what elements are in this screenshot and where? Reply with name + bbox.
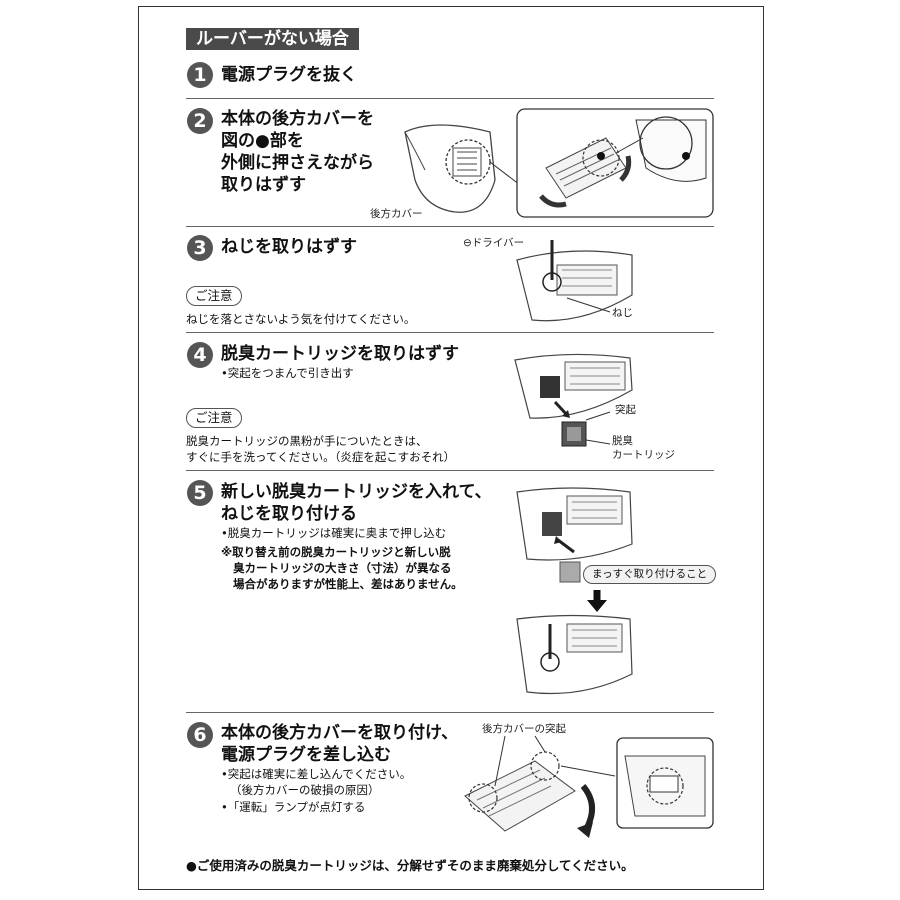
step-4-caution-line-2: すぐに手を洗ってください。（炎症を起こすおそれ） xyxy=(186,450,456,464)
step-1-number: 1 xyxy=(187,62,213,88)
step-2-title-line-3: 外側に押さえながら xyxy=(221,153,374,173)
step-5-note-line-2: 臭カートリッジの大きさ（寸法）が異なる xyxy=(233,561,452,575)
step-2-title-line-4: 取りはずす xyxy=(221,175,306,195)
step-2-title-line-2: 図の●部を xyxy=(221,131,304,151)
screw-label: ねじ xyxy=(612,307,633,319)
divider xyxy=(186,226,714,227)
step-1-title: 電源プラグを抜く xyxy=(221,65,357,85)
step-6-title-line-2: 電源プラグを差し込む xyxy=(221,745,391,765)
step-3-title: ねじを取りはずす xyxy=(221,237,357,257)
cartridge-insert-illustration xyxy=(516,487,633,695)
divider xyxy=(186,470,714,471)
screw-removal-illustration xyxy=(516,240,633,322)
cartridge-label-line-1: 脱臭 xyxy=(612,435,633,447)
step-5-title-line-1: 新しい脱臭カートリッジを入れて、 xyxy=(221,482,492,502)
step-5-note-line-1: ※取り替え前の脱臭カートリッジと新しい脱 xyxy=(221,545,451,559)
step-6-title-line-1: 本体の後方カバーを取り付け、 xyxy=(221,723,459,743)
step-4-caution-line-1: 脱臭カートリッジの黒粉が手についたときは、 xyxy=(186,434,428,448)
step-2-number: 2 xyxy=(187,108,213,134)
rear-cover-attach-illustration xyxy=(464,735,714,838)
screwdriver-label: ⊖ドライバー xyxy=(463,237,525,249)
step-4-number: 4 xyxy=(187,342,213,368)
section-header: ルーバーがない場合 xyxy=(186,28,359,50)
rear-cover-illustration xyxy=(404,124,521,213)
step-2-title-line-1: 本体の後方カバーを xyxy=(221,109,374,129)
protrusion-label: 突起 xyxy=(615,404,636,416)
step-6-number: 6 xyxy=(187,722,213,748)
step-4-title: 脱臭カートリッジを取りはずす xyxy=(221,344,459,364)
rear-cover-label: 後方カバー xyxy=(370,208,423,220)
straight-install-pill: まっすぐ取り付けること xyxy=(583,565,717,584)
step-3-number: 3 xyxy=(187,235,213,261)
step-3-caution-badge: ご注意 xyxy=(186,286,242,306)
divider xyxy=(186,98,714,99)
cartridge-label-line-2: カートリッジ xyxy=(612,449,675,461)
disposal-note: ●ご使用済みの脱臭カートリッジは、分解せずそのまま廃棄処分してください。 xyxy=(186,858,634,873)
step-5-note-line-3: 場合がありますが性能上、差はありません。 xyxy=(233,577,463,591)
rear-cover-detail-illustration xyxy=(516,108,714,218)
divider xyxy=(186,332,714,333)
step-6-bullet-1: •突起は確実に差し込んでください。 xyxy=(221,767,412,781)
step-4-bullet: •突起をつまんで引き出す xyxy=(221,366,354,380)
step-6-bullet-3: •「運転」ランプが点灯する xyxy=(221,800,366,814)
step-6-bullet-2: （後方カバーの破損の原因） xyxy=(230,783,380,797)
step-4-caution-badge: ご注意 xyxy=(186,408,242,428)
step-3-caution-text: ねじを落とさないよう気を付けてください。 xyxy=(186,312,416,326)
page-frame xyxy=(138,6,764,890)
step-5-title-line-2: ねじを取り付ける xyxy=(221,504,357,524)
rear-cover-protrusion-label: 後方カバーの突起 xyxy=(482,723,566,735)
step-5-bullet: •脱臭カートリッジは確実に奥まで押し込む xyxy=(221,526,447,540)
step-5-number: 5 xyxy=(187,480,213,506)
divider xyxy=(186,712,714,713)
cartridge-removal-illustration xyxy=(514,353,633,447)
